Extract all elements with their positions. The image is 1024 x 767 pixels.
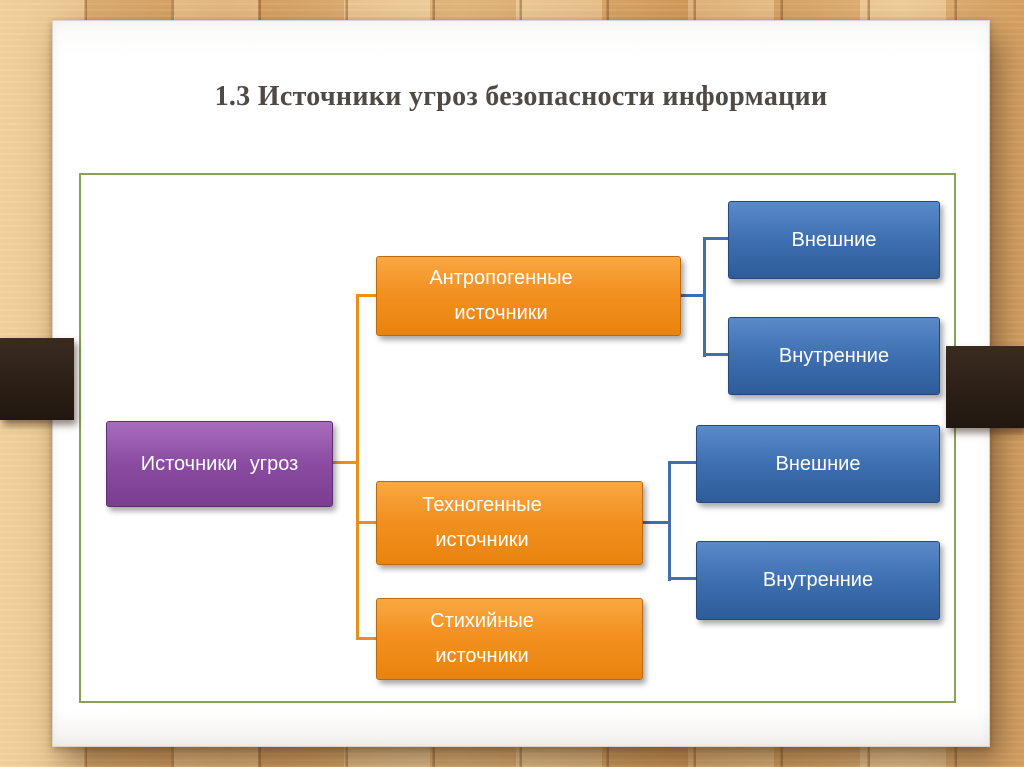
- branch-node-anthropogenic: Антропогенные источники: [376, 256, 681, 336]
- leaf-node-label: Внутренние: [778, 344, 890, 367]
- connector-line: [703, 237, 706, 357]
- connector-line: [643, 521, 671, 524]
- leaf-node-label: Внешние: [775, 452, 861, 475]
- leaf-node-anthropogenic-internal: Внутренние: [728, 317, 940, 395]
- leaf-node-technogenic-internal: Внутренние: [696, 541, 940, 620]
- slide: 1.3 Источники угроз безопасности информа…: [52, 20, 990, 747]
- branch-label-line1: Стихийные: [430, 610, 534, 632]
- connector-line: [706, 237, 728, 240]
- connector-line: [359, 294, 376, 297]
- branch-label-line2: источники: [435, 645, 529, 667]
- connector-line: [356, 294, 359, 640]
- ribbon-left: [0, 338, 74, 420]
- branch-label-line2: источники: [435, 529, 529, 551]
- connector-line: [359, 637, 376, 640]
- leaf-node-technogenic-external: Внешние: [696, 425, 940, 503]
- slide-title: 1.3 Источники угроз безопасности информа…: [214, 81, 828, 112]
- branch-node-technogenic: Техногенные источники: [376, 481, 643, 565]
- connector-line: [681, 294, 706, 297]
- branch-label-line1: Техногенные: [422, 494, 542, 516]
- branch-node-natural: Стихийные источники: [376, 598, 643, 680]
- connector-line: [671, 461, 696, 464]
- ribbon-right: [946, 346, 1024, 428]
- branch-label-line2: источники: [454, 302, 548, 324]
- leaf-node-anthropogenic-external: Внешние: [728, 201, 940, 279]
- connector-line: [668, 461, 671, 581]
- connector-line: [671, 577, 696, 580]
- connector-line: [331, 461, 358, 464]
- leaf-node-label: Внутренние: [762, 569, 874, 591]
- connector-line: [359, 521, 376, 524]
- root-node-threat-sources: Источники угроз: [106, 421, 333, 507]
- leaf-node-label: Внешние: [791, 228, 877, 251]
- root-node-label: Источники угроз: [140, 452, 299, 475]
- connector-line: [706, 353, 728, 356]
- branch-label-line1: Антропогенные: [429, 267, 573, 289]
